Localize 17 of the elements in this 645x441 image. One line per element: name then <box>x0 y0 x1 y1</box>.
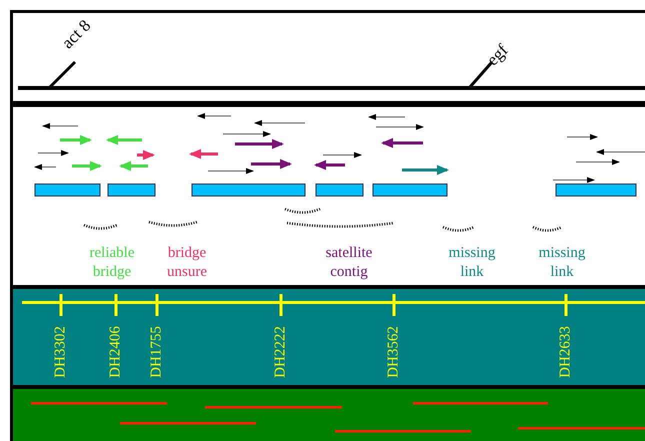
marker-label: DH2633 <box>558 326 574 378</box>
marker-band <box>10 286 645 388</box>
marker-label: DH2406 <box>108 326 124 378</box>
annotation-label: satellite contig <box>324 244 374 282</box>
contig-panel <box>10 104 645 288</box>
locus-label: act 8 <box>58 16 96 53</box>
marker-label: DH2222 <box>272 326 290 378</box>
annotation-label: missing link <box>538 244 586 282</box>
marker-label: DH3562 <box>386 326 402 378</box>
annotation-label: missing link <box>448 244 496 282</box>
marker-label: DH1755 <box>148 326 166 378</box>
locus-label: egf <box>482 40 512 70</box>
annotation-label: bridge unsure <box>166 244 208 282</box>
clone-band <box>10 386 645 441</box>
marker-label: DH3302 <box>52 326 70 378</box>
annotation-label: reliable bridge <box>88 244 136 282</box>
genetic-map-panel <box>10 10 645 104</box>
